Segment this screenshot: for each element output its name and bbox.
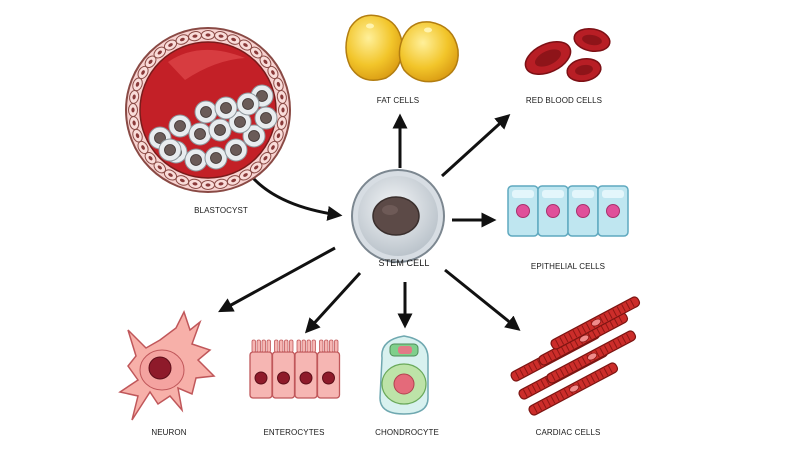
arrows bbox=[218, 113, 521, 334]
arrow-to-red-blood-cells bbox=[440, 113, 511, 178]
fat-cells-illustration bbox=[345, 14, 459, 83]
label-neuron: NEURON bbox=[151, 428, 187, 437]
label-epithelial-cells: EPITHELIAL CELLS bbox=[530, 262, 606, 271]
red-blood-cells-illustration bbox=[524, 27, 611, 82]
blastocyst-illustration bbox=[125, 27, 291, 193]
enterocytes-illustration bbox=[249, 339, 341, 399]
label-enterocytes: ENTEROCYTES bbox=[263, 428, 325, 437]
label-fat-cells: FAT CELLS bbox=[376, 96, 420, 105]
chondrocyte-illustration bbox=[379, 335, 429, 415]
stem-cell-illustration bbox=[351, 169, 445, 263]
neuron-illustration bbox=[118, 310, 216, 421]
arrow-to-cardiac-cells bbox=[444, 268, 521, 331]
label-red-blood-cells: RED BLOOD CELLS bbox=[525, 96, 603, 105]
cardiac-cells-illustration bbox=[510, 296, 641, 416]
arrow-to-neuron bbox=[218, 246, 336, 313]
label-blastocyst: BLASTOCYST bbox=[194, 206, 248, 215]
label-chondrocyte: CHONDROCYTE bbox=[375, 428, 439, 437]
label-stem-cell: STEM CELL bbox=[378, 258, 430, 268]
arrow-to-enterocytes bbox=[304, 271, 362, 334]
epithelial-cells-illustration bbox=[507, 185, 629, 237]
label-cardiac-cells: CARDIAC CELLS bbox=[535, 428, 601, 437]
